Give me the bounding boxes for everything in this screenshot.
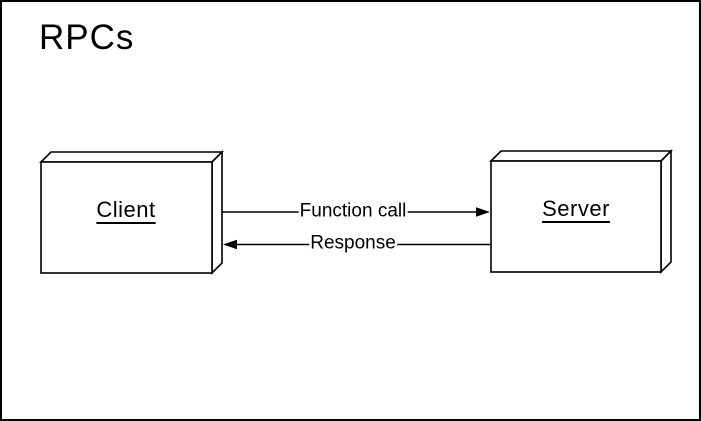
left-arrowhead-icon	[223, 239, 237, 250]
server-node	[489, 149, 673, 274]
client-box-top-face	[39, 151, 224, 163]
diagram-title: RPCs	[39, 18, 135, 57]
server-node-label: Server	[542, 196, 610, 221]
client-box-side-face	[211, 150, 223, 275]
server-box-top-face	[489, 150, 673, 162]
client-node	[39, 150, 224, 275]
right-arrowhead-icon	[476, 207, 490, 217]
client-box-front-face	[40, 161, 213, 274]
client-node-label: Client	[96, 197, 156, 222]
server-box-side-face	[660, 149, 672, 274]
response-label: Response	[309, 232, 397, 255]
function-call-label: Function call	[298, 200, 408, 223]
server-box-front-face	[490, 160, 662, 273]
